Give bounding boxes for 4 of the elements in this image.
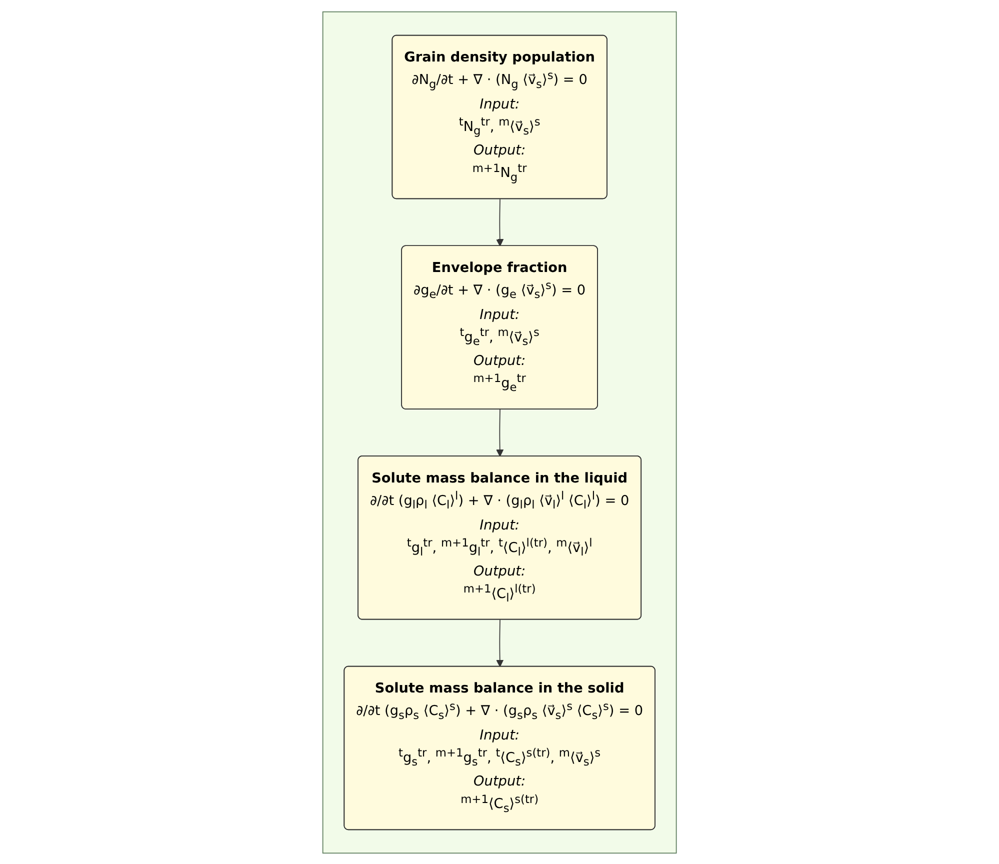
arrow [496, 408, 504, 456]
cluster [322, 10, 677, 854]
arrow [496, 198, 504, 246]
arrow [496, 618, 504, 667]
